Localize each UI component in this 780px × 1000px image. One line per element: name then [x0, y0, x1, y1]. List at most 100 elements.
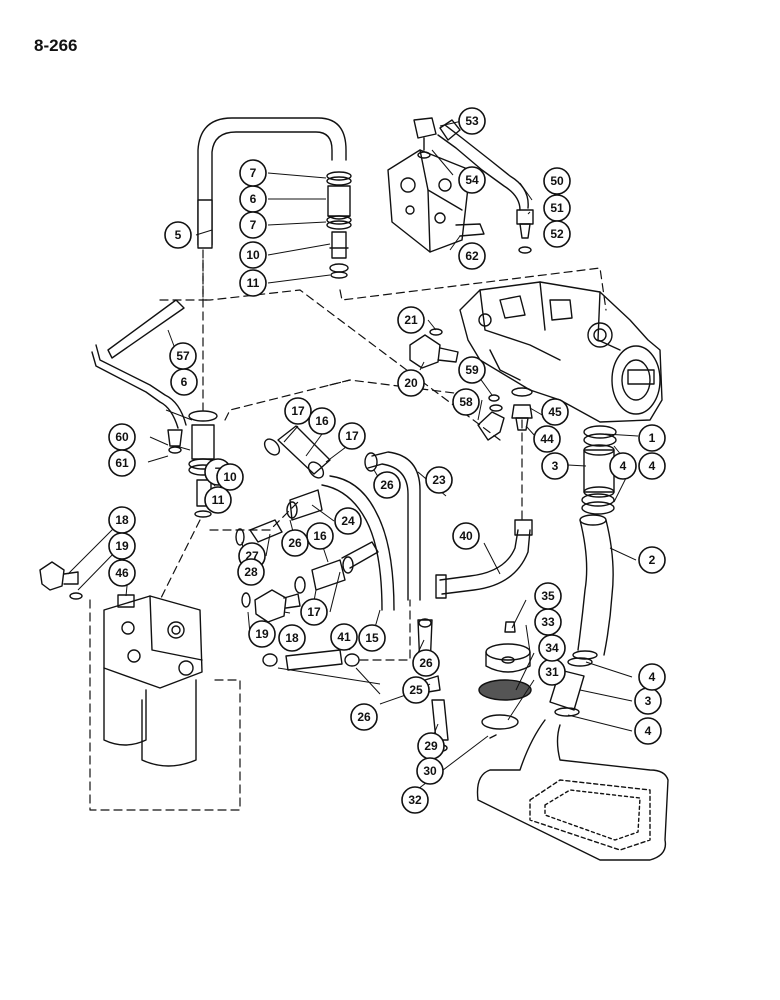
callout-label: 4 [649, 459, 656, 473]
callout-label: 7 [250, 218, 257, 232]
callout-circle [638, 452, 666, 480]
callout-26: 26 [281, 529, 309, 557]
callout-circle [412, 649, 440, 677]
callout-59: 59 [458, 356, 486, 384]
callout-label: 19 [255, 627, 269, 641]
callout-circle [458, 356, 486, 384]
elbow-fitting-20 [409, 328, 459, 369]
callout-label: 16 [315, 414, 329, 428]
callout-circle [541, 452, 569, 480]
callout-circle [334, 507, 362, 535]
callout-label: 3 [645, 694, 652, 708]
callout-circle [458, 166, 486, 194]
callout-17: 17 [338, 422, 366, 450]
callout-circle [239, 159, 267, 187]
callout-2: 2 [638, 546, 666, 574]
dashed-routes [89, 249, 607, 811]
callout-circle [239, 269, 267, 297]
callout-label: 46 [115, 566, 129, 580]
callout-label: 17 [307, 605, 321, 619]
callout-circle [248, 620, 276, 648]
callout-54: 54 [458, 166, 486, 194]
callout-circle [350, 703, 378, 731]
callout-7: 7 [239, 159, 267, 187]
callout-label: 26 [357, 710, 371, 724]
callout-label: 4 [645, 724, 652, 738]
callout-1: 1 [638, 424, 666, 452]
callout-58: 58 [452, 388, 480, 416]
callout-3: 3 [541, 452, 569, 480]
callout-label: 17 [345, 429, 359, 443]
connector-stack-top [326, 171, 352, 279]
callout-circle [634, 717, 662, 745]
callout-label: 60 [115, 430, 129, 444]
callout-label: 59 [465, 363, 479, 377]
callout-label: 50 [550, 174, 564, 188]
callout-label: 15 [365, 631, 379, 645]
callout-label: 4 [620, 459, 627, 473]
callout-label: 23 [432, 473, 446, 487]
callout-32: 32 [401, 786, 429, 814]
callout-label: 10 [223, 470, 237, 484]
callout-circle [458, 242, 486, 270]
callout-label: 16 [313, 529, 327, 543]
reservoir-sump [476, 719, 669, 861]
callout-11: 11 [204, 486, 232, 514]
callout-circle [452, 388, 480, 416]
callout-30: 30 [416, 757, 444, 785]
hose-23-40 [364, 451, 533, 601]
callout-25: 25 [402, 676, 430, 704]
callout-circle [216, 463, 244, 491]
callout-52: 52 [543, 220, 571, 248]
callout-circle [169, 342, 197, 370]
callout-circle [306, 522, 334, 550]
callout-label: 21 [404, 313, 418, 327]
callout-label: 35 [541, 589, 555, 603]
callout-label: 54 [465, 173, 479, 187]
callout-circle [541, 398, 569, 426]
callout-label: 7 [250, 166, 257, 180]
fitting-group-58-44 [477, 387, 533, 441]
callout-17: 17 [300, 598, 328, 626]
callout-circle [204, 486, 232, 514]
callout-label: 51 [550, 201, 564, 215]
callout-circle [638, 424, 666, 452]
tube-fittings-center [235, 425, 395, 611]
callout-circle [538, 634, 566, 662]
callout-4: 4 [609, 452, 637, 480]
callout-5: 5 [164, 221, 192, 249]
callout-circle [425, 466, 453, 494]
callout-circle [533, 425, 561, 453]
callout-45: 45 [541, 398, 569, 426]
callout-16: 16 [306, 522, 334, 550]
callout-label: 32 [408, 793, 422, 807]
callout-24: 24 [334, 507, 362, 535]
callout-circle [543, 220, 571, 248]
callout-label: 28 [244, 565, 258, 579]
callout-label: 26 [419, 656, 433, 670]
callout-label: 33 [541, 615, 555, 629]
callout-circle [397, 306, 425, 334]
callout-label: 61 [115, 456, 129, 470]
callout-6: 6 [239, 185, 267, 213]
callout-23: 23 [425, 466, 453, 494]
callout-41: 41 [330, 623, 358, 651]
callout-51: 51 [543, 194, 571, 222]
callout-circle [108, 449, 136, 477]
callout-16: 16 [308, 407, 336, 435]
callout-circle [300, 598, 328, 626]
callout-62: 62 [458, 242, 486, 270]
callout-circle [338, 422, 366, 450]
callout-label: 20 [404, 376, 418, 390]
callout-label: 26 [288, 536, 302, 550]
callout-44: 44 [533, 425, 561, 453]
callout-circle [543, 167, 571, 195]
callout-label: 10 [246, 248, 260, 262]
callout-29: 29 [417, 732, 445, 760]
callout-label: 41 [337, 630, 351, 644]
callout-61: 61 [108, 449, 136, 477]
callout-label: 53 [465, 114, 479, 128]
callout-label: 11 [247, 276, 260, 290]
callout-57: 57 [169, 342, 197, 370]
callout-26: 26 [350, 703, 378, 731]
